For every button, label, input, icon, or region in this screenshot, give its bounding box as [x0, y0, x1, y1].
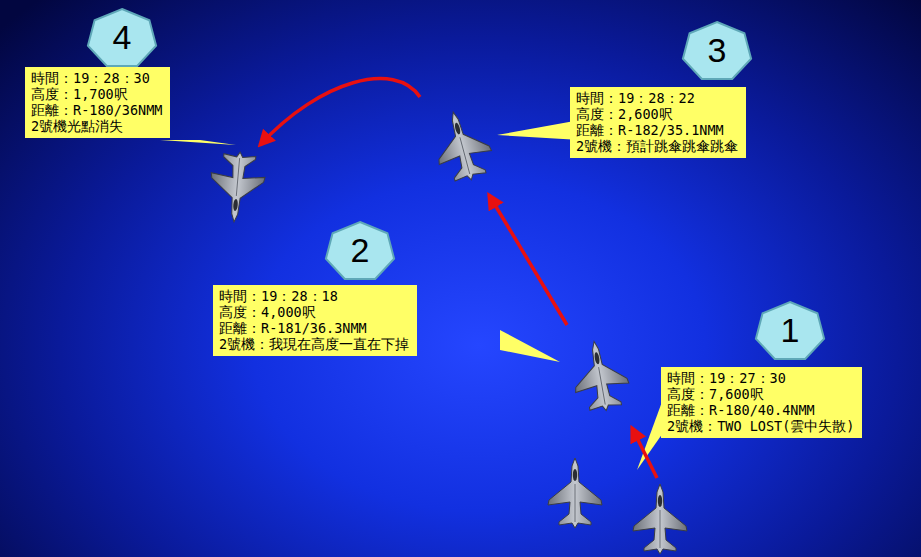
callout-line: 高度：1,700呎 [31, 86, 162, 102]
callout-line: 2號機：TWO LOST(雲中失散) [667, 418, 854, 434]
callout-line: 距離：R-180/40.4NMM [667, 402, 854, 418]
callout-line: 時間：19：27：30 [667, 370, 854, 386]
callout-number-badge: 2 [323, 219, 397, 281]
callout-line: 高度：2,600呎 [576, 106, 738, 122]
callout-number: 2 [323, 219, 397, 281]
callout-line: 距離：R-181/36.3NMM [219, 320, 409, 336]
jet-icon [427, 105, 497, 187]
flight-path-arrow [260, 79, 420, 145]
callout-line: 高度：7,600呎 [667, 386, 854, 402]
callout-line: 2號機光點消失 [31, 118, 162, 134]
callout-number: 3 [680, 19, 754, 81]
callout-box: 時間：19：28：22高度：2,600呎距離：R-182/35.1NMM2號機：… [570, 87, 746, 158]
callout-line: 距離：R-180/36NMM [31, 102, 162, 118]
callout-number: 1 [753, 299, 827, 361]
flight-path-arrow [489, 195, 567, 325]
callout-line: 2號機：預計跳傘跳傘跳傘 [576, 138, 738, 154]
flight-path-arrow [632, 428, 657, 478]
callout-tail [160, 140, 236, 145]
callout-tail [500, 330, 560, 362]
callout-line: 距離：R-182/35.1NMM [576, 122, 738, 138]
callout-line: 時間：19：28：22 [576, 90, 738, 106]
callout-line: 高度：4,000呎 [219, 304, 409, 320]
jet-icon [548, 458, 602, 528]
jet-icon [568, 337, 633, 415]
jet-icon [633, 484, 687, 554]
callout-box: 時間：19：27：30高度：7,600呎距離：R-180/40.4NMM2號機：… [661, 367, 862, 438]
callout-number: 4 [85, 6, 159, 68]
jet-icon [207, 150, 267, 224]
callout-number-badge: 1 [753, 299, 827, 361]
callout-box: 時間：19：28：18高度：4,000呎距離：R-181/36.3NMM2號機：… [213, 285, 417, 356]
callout-number-badge: 3 [680, 19, 754, 81]
callout-number-badge: 4 [85, 6, 159, 68]
callout-line: 時間：19：28：30 [31, 70, 162, 86]
callout-tail [497, 120, 580, 140]
callout-line: 時間：19：28：18 [219, 288, 409, 304]
callout-line: 2號機：我現在高度一直在下掉 [219, 336, 409, 352]
callout-box: 時間：19：28：30高度：1,700呎距離：R-180/36NMM2號機光點消… [25, 67, 170, 138]
